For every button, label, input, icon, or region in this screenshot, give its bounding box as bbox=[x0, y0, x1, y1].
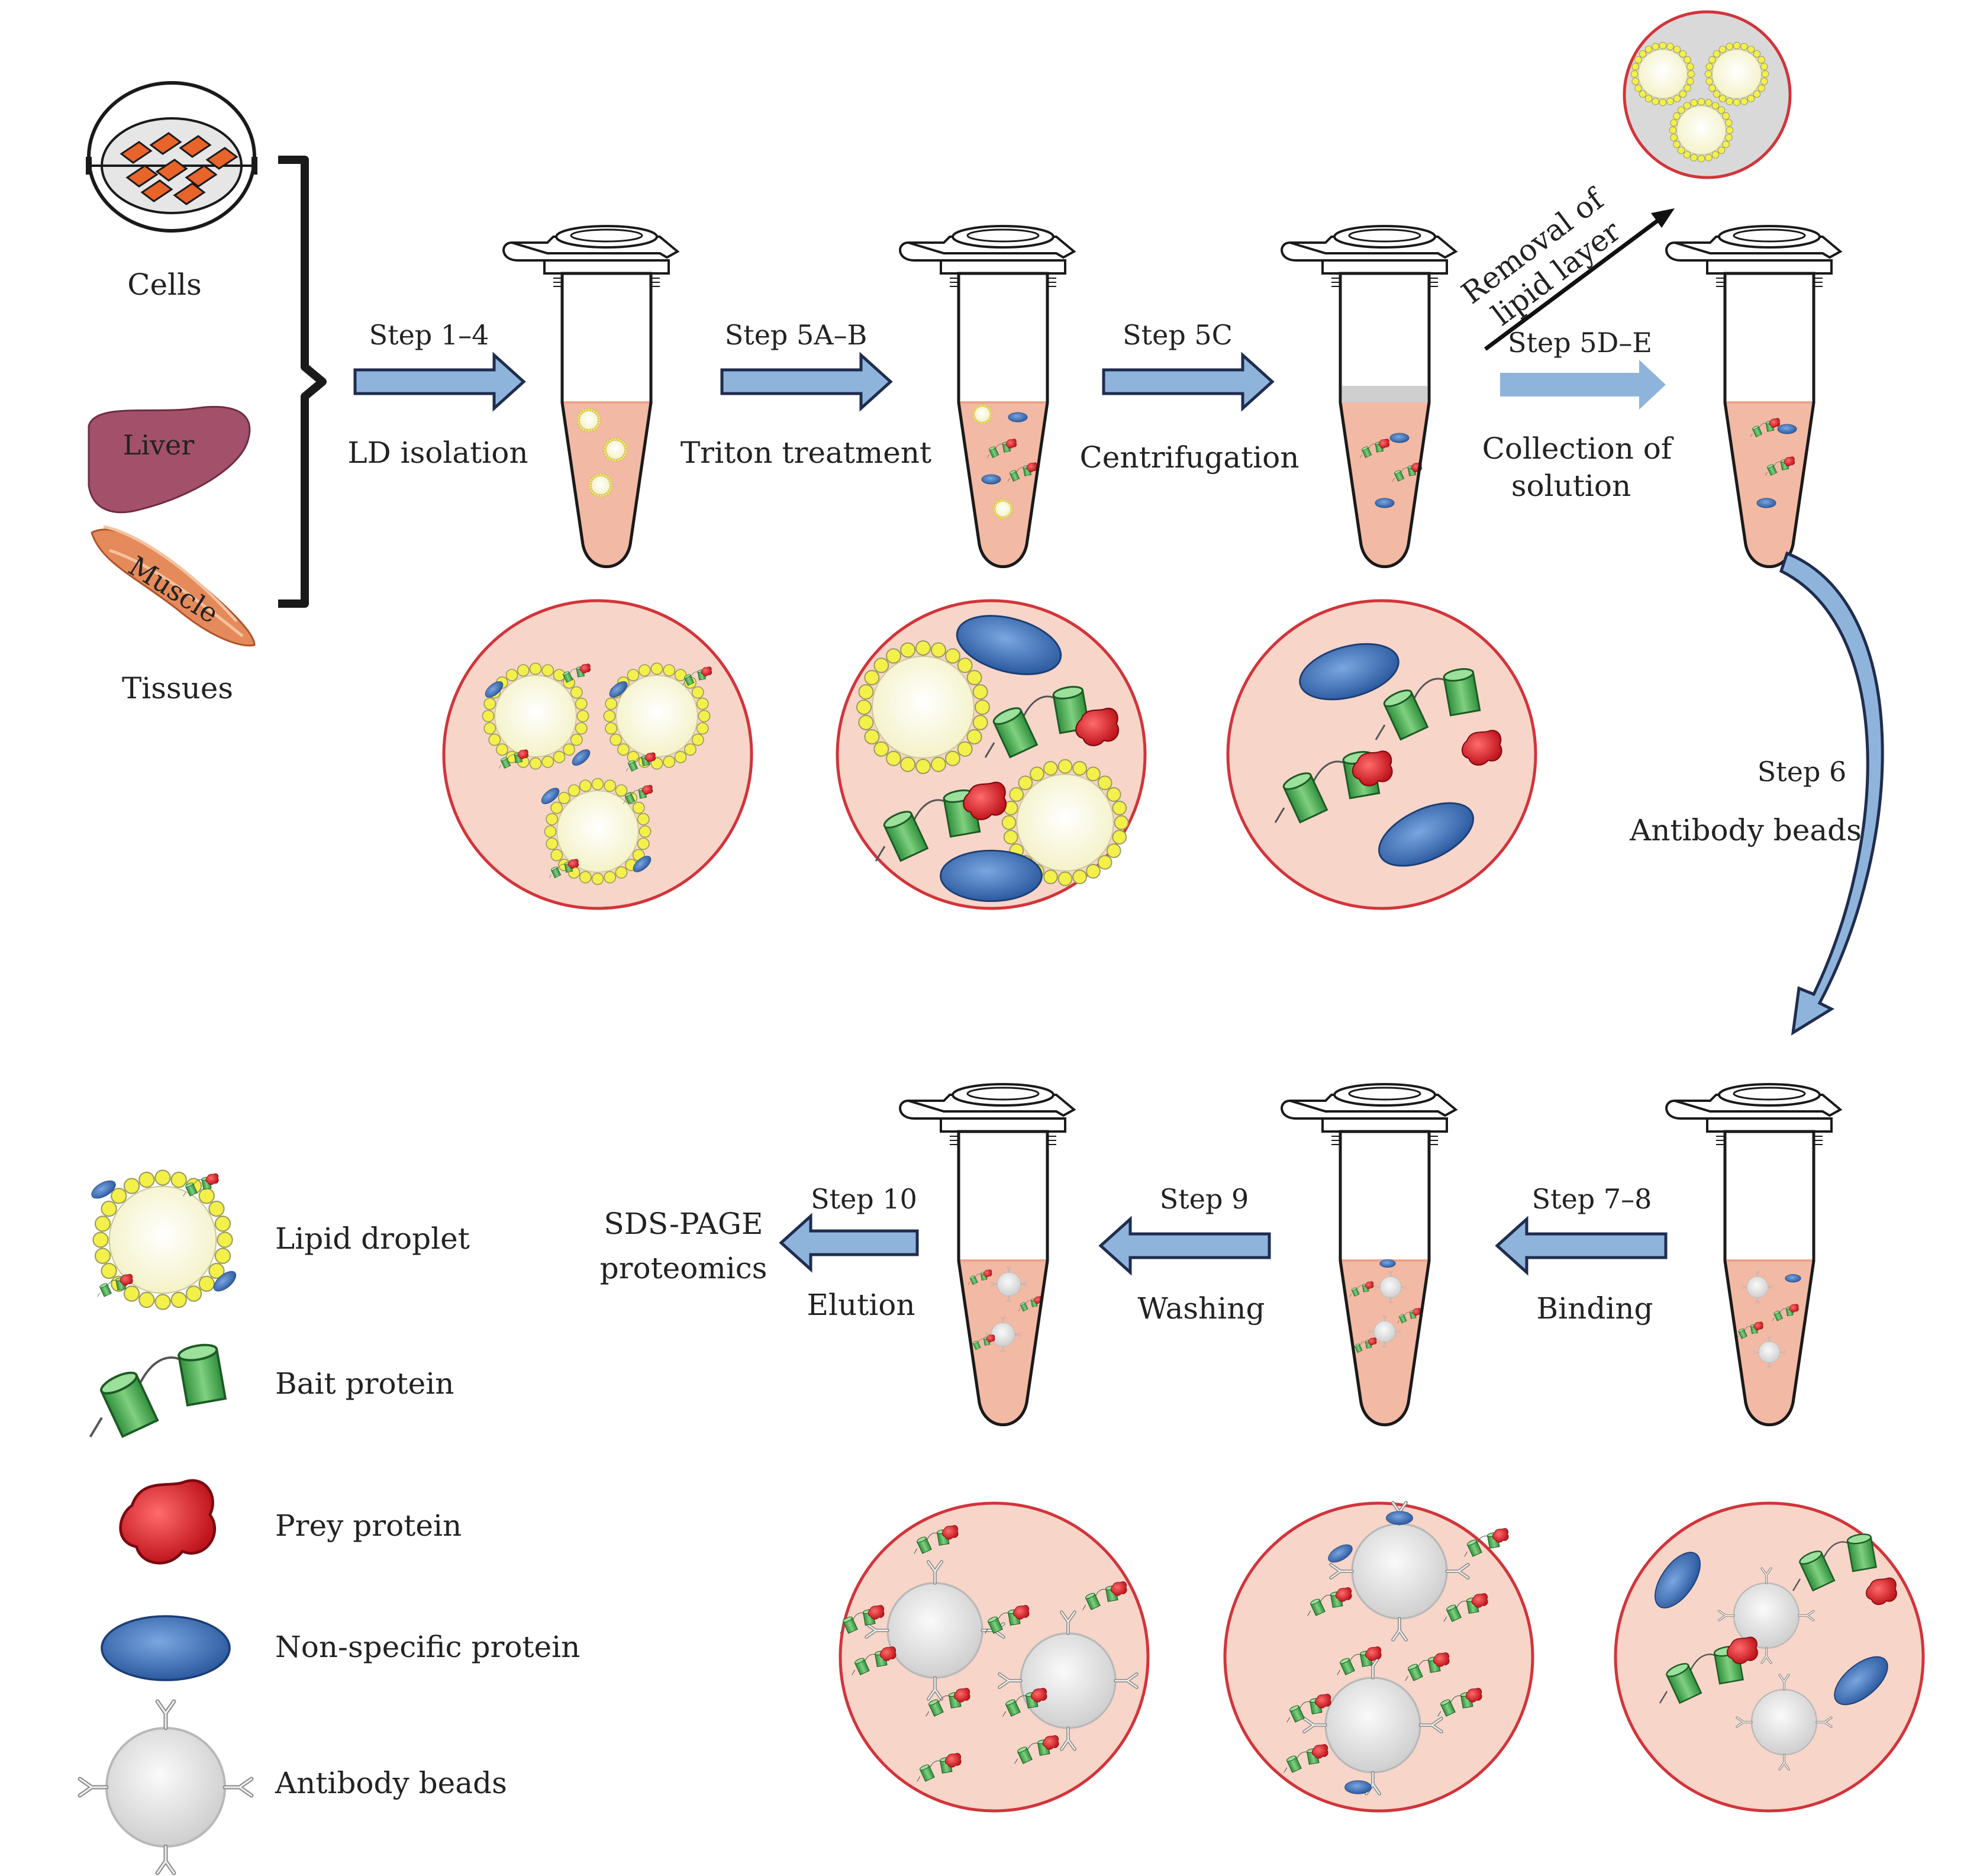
proteomics-label: proteomics bbox=[600, 1251, 768, 1285]
binding-label: Binding bbox=[1536, 1291, 1653, 1326]
zoom-circle-elution bbox=[839, 1501, 1150, 1813]
removed-lipid-circle bbox=[1623, 10, 1792, 179]
legend-non-specific-protein-label: Non-specific protein bbox=[275, 1630, 580, 1664]
lipid-droplet-icon bbox=[88, 1169, 240, 1310]
step-7-8-label: Step 7–8 bbox=[1532, 1183, 1652, 1215]
antibody-beads-step-label: Antibody beads bbox=[1629, 813, 1862, 847]
zoom-circle-ld-isolation bbox=[442, 599, 753, 910]
tube-collection bbox=[1665, 225, 1842, 567]
arrow-step-7-8 bbox=[1495, 1216, 1668, 1276]
sources-bracket bbox=[278, 156, 327, 608]
zoom-circle-triton bbox=[836, 599, 1147, 910]
washing-label: Washing bbox=[1138, 1291, 1265, 1326]
step-9-label: Step 9 bbox=[1160, 1183, 1249, 1215]
muscle-illustration bbox=[91, 525, 256, 647]
tube-elution bbox=[899, 1083, 1075, 1425]
antibody-bead-icon bbox=[80, 1701, 251, 1873]
cells-petri-dish bbox=[86, 81, 257, 233]
step-5c-label: Step 5C bbox=[1123, 319, 1233, 351]
legend: Lipid droplet Bait protein Prey protein … bbox=[80, 1169, 580, 1873]
arrow-step-5c bbox=[1102, 352, 1275, 412]
step-10-label: Step 10 bbox=[811, 1183, 917, 1215]
step-1-4-label: Step 1–4 bbox=[369, 319, 489, 351]
arrow-step-5a-b bbox=[720, 352, 893, 412]
tube-centrifugation bbox=[1281, 225, 1457, 567]
step-5d-e-label: Step 5D–E bbox=[1508, 327, 1652, 359]
prey-protein-icon bbox=[121, 1481, 215, 1564]
step-5a-b-label: Step 5A–B bbox=[725, 319, 868, 351]
arrow-step-9 bbox=[1098, 1216, 1271, 1276]
arrow-step-5d-e bbox=[1500, 360, 1666, 410]
non-specific-protein-icon bbox=[101, 1615, 231, 1681]
bait-protein-icon bbox=[89, 1341, 227, 1438]
elution-label: Elution bbox=[807, 1288, 915, 1322]
arrow-step-6 bbox=[1779, 551, 1884, 1036]
removal-arrow bbox=[1484, 208, 1675, 351]
tube-triton-treatment bbox=[899, 225, 1075, 567]
tube-binding bbox=[1665, 1083, 1842, 1425]
tissues-label: Tissues bbox=[122, 671, 233, 705]
zoom-circle-washing bbox=[1223, 1503, 1534, 1813]
arrow-step-10 bbox=[779, 1213, 919, 1273]
triton-treatment-label: Triton treatment bbox=[681, 436, 931, 470]
ld-isolation-label: LD isolation bbox=[347, 436, 528, 470]
legend-bait-protein-label: Bait protein bbox=[275, 1366, 454, 1401]
zoom-circle-binding bbox=[1614, 1501, 1925, 1813]
legend-prey-protein-label: Prey protein bbox=[275, 1508, 462, 1543]
cells-label: Cells bbox=[127, 267, 202, 302]
collection-of-label: Collection of bbox=[1482, 431, 1674, 466]
sds-page-label: SDS-PAGE bbox=[604, 1207, 763, 1241]
liver-label: Liver bbox=[123, 429, 194, 461]
arrow-step-1-4 bbox=[353, 352, 526, 412]
tube-ld-isolation bbox=[502, 225, 679, 567]
step-6-label: Step 6 bbox=[1758, 756, 1847, 788]
legend-antibody-beads-label: Antibody beads bbox=[275, 1766, 507, 1800]
legend-lipid-droplet-label: Lipid droplet bbox=[275, 1221, 470, 1256]
tube-washing bbox=[1281, 1083, 1457, 1425]
liver-illustration bbox=[88, 405, 251, 514]
centrifugation-label: Centrifugation bbox=[1080, 440, 1299, 475]
zoom-circle-centrifugation bbox=[1226, 599, 1537, 910]
solution-label: solution bbox=[1511, 469, 1631, 503]
